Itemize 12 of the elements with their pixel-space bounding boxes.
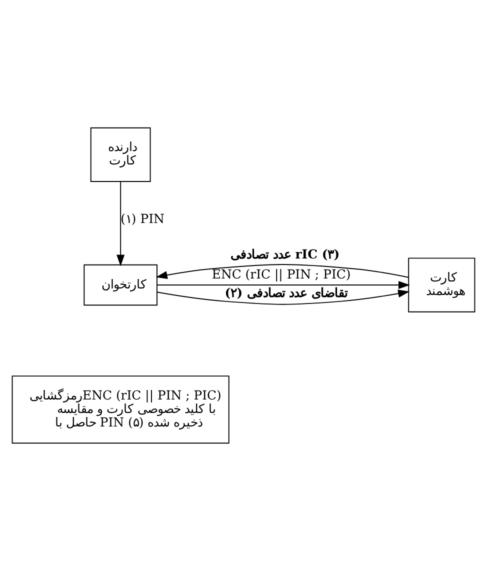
arrow [156,289,410,304]
node-box: کارت هوشمند [408,257,476,312]
edge-label: تقاضای عدد تصادفی (۲) [224,284,348,300]
arrow [156,280,410,289]
node-box: کارتخوان [84,264,158,306]
arrow [156,264,409,279]
arrow [116,180,125,266]
node-box: دارنده کارت [90,126,151,182]
edge-label: عدد تصادفی rIC (۳) [230,246,340,262]
node-box: رمزگشاییENC (rIC || PIN ; PIC) با کلید خصوصی کارت و مقایسه حاصل با PIN ذخیره شده (۵) [12,375,230,444]
edge-label: (۱) PIN [120,210,164,226]
edge-label: ENC (rIC || PIN ; PIC) [212,266,351,282]
